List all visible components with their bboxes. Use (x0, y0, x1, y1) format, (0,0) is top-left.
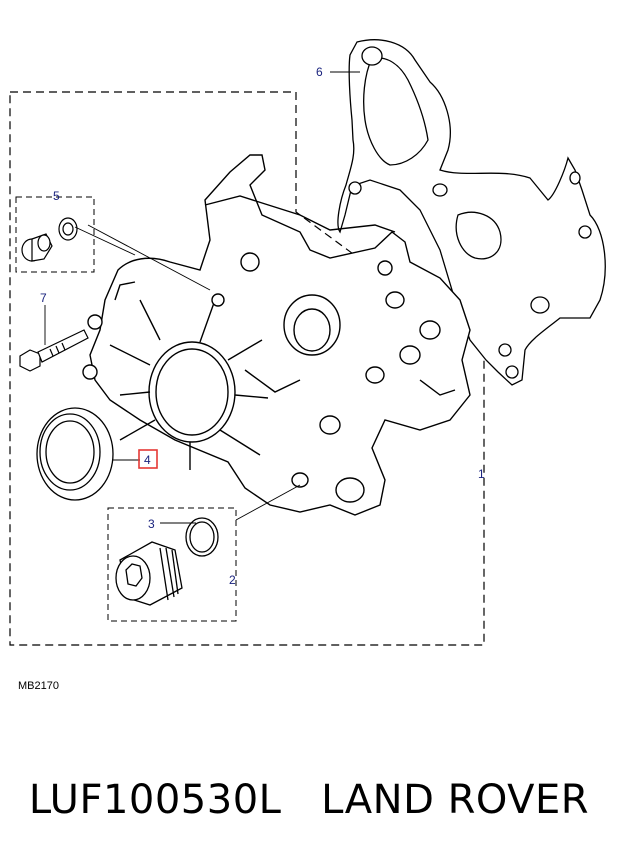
exploded-parts-diagram: 6 5 7 1 3 2 4 MB2170 (9, 39, 606, 692)
leader-lines (44, 71, 360, 524)
reference-code: MB2170 (18, 680, 59, 692)
callout-1: 1 (478, 467, 485, 481)
callout-4: 4 (144, 453, 151, 467)
group-box-5 (15, 196, 95, 273)
group-box-2 (107, 507, 237, 622)
callout-6: 6 (316, 65, 323, 79)
seal-ring-part-4 (36, 407, 114, 501)
callout-2: 2 (229, 573, 236, 587)
part-number: LUF100530L (28, 777, 282, 823)
plug-part-5 (21, 217, 78, 262)
drain-plug-part-2 (115, 541, 183, 606)
gasket (337, 39, 606, 386)
caption-bar: LUF100530L LAND ROVER (0, 760, 618, 840)
bolt-part-7 (19, 329, 89, 372)
callout-5: 5 (53, 189, 60, 203)
callout-7: 7 (40, 291, 47, 305)
brand-name: LAND ROVER (321, 777, 590, 823)
front-cover-housing (82, 154, 471, 516)
callout-4-highlight-box (138, 449, 158, 469)
o-ring-part-3 (185, 517, 219, 557)
callout-3: 3 (148, 517, 155, 531)
